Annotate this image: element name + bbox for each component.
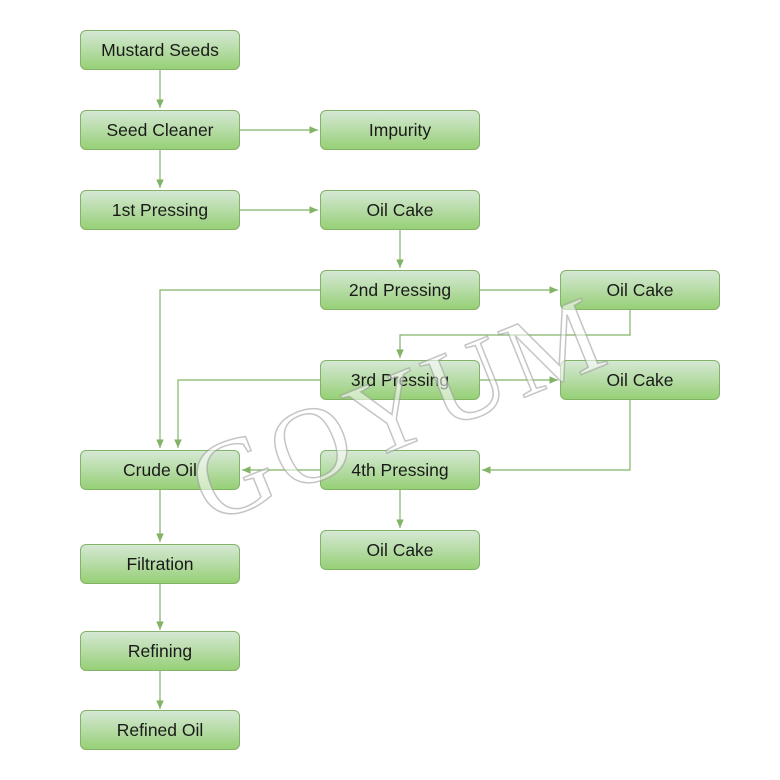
node-oil-cake-1[interactable]: Oil Cake <box>320 190 480 230</box>
arrow-third-pressing-to-crude-oil <box>174 379 320 448</box>
node-second-pressing[interactable]: 2nd Pressing <box>320 270 480 310</box>
node-first-pressing[interactable]: 1st Pressing <box>80 190 240 230</box>
arrow-oil-cake-to-third-pressing <box>396 310 631 358</box>
arrow-second-pressing-to-crude-oil <box>156 289 320 448</box>
node-oil-cake-3[interactable]: Oil Cake <box>560 360 720 400</box>
arrow-oil-cake-to-fourth-pressing <box>482 400 631 474</box>
node-fourth-pressing[interactable]: 4th Pressing <box>320 450 480 490</box>
node-oil-cake-4[interactable]: Oil Cake <box>320 530 480 570</box>
node-third-pressing[interactable]: 3rd Pressing <box>320 360 480 400</box>
node-refined-oil[interactable]: Refined Oil <box>80 710 240 750</box>
node-filtration[interactable]: Filtration <box>80 544 240 584</box>
node-seed-cleaner[interactable]: Seed Cleaner <box>80 110 240 150</box>
node-oil-cake-2[interactable]: Oil Cake <box>560 270 720 310</box>
node-refining[interactable]: Refining <box>80 631 240 671</box>
node-crude-oil[interactable]: Crude Oil <box>80 450 240 490</box>
node-mustard-seeds[interactable]: Mustard Seeds <box>80 30 240 70</box>
node-impurity[interactable]: Impurity <box>320 110 480 150</box>
